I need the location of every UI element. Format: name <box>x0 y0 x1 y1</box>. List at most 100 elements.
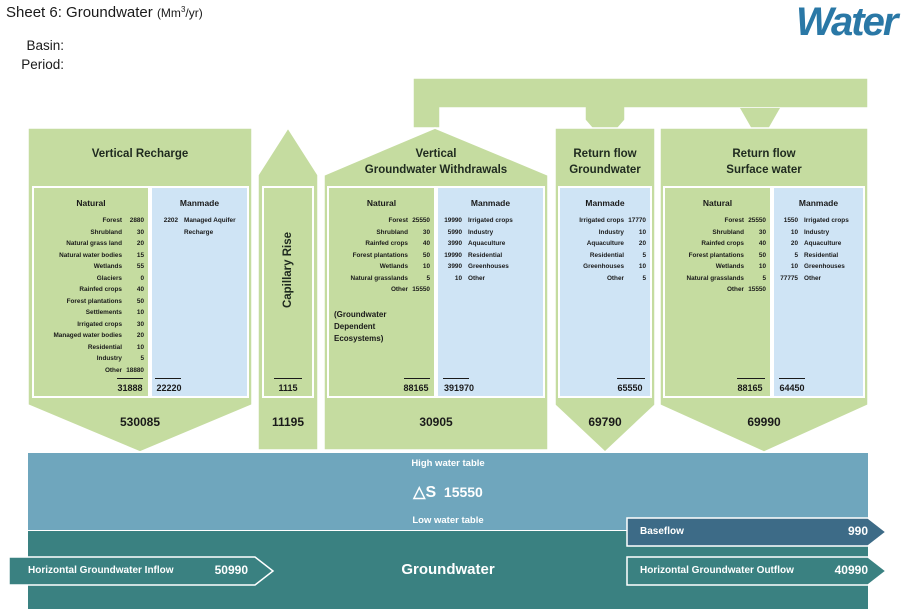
row-value: 77775 <box>780 274 798 282</box>
row-label: Irrigated crops <box>804 217 849 224</box>
row-label: Rainfed crops <box>79 286 122 293</box>
row-label: Irrigated crops <box>77 320 122 328</box>
row-label: Natural water bodies <box>59 251 122 259</box>
row-label: Managed water bodies <box>53 332 122 339</box>
unit-label: (Mm3/yr) <box>157 5 203 20</box>
row-label: Forest plantations <box>352 251 408 259</box>
row-value: 10 <box>422 263 430 270</box>
row-value: 50 <box>758 251 766 259</box>
return-gw-rule <box>617 378 645 379</box>
connector-loop-right <box>740 108 780 143</box>
water-logo: Water <box>796 0 898 44</box>
row-value: 10 <box>136 309 144 316</box>
return-gw-title: Return flow Groundwater <box>555 146 655 178</box>
withdrawals-natural-total: 88165 <box>403 383 429 393</box>
row-value: 5 <box>426 274 430 282</box>
recharge-manmade-box <box>150 186 249 398</box>
table-row: Natural grasslands 5 <box>330 273 430 285</box>
return-gw-total: 69790 <box>588 415 622 429</box>
table-row: Glaciers 0 <box>36 273 144 285</box>
delta-icon: △S <box>413 484 437 501</box>
row-label: Forest <box>388 217 408 224</box>
return-sw-manmade-head: Manmade <box>798 198 839 208</box>
return-sw-title-line2: Surface water <box>726 164 802 176</box>
row-label: Other <box>468 274 486 282</box>
row-value: 30 <box>758 228 766 236</box>
row-value: 5 <box>794 251 798 259</box>
row-label: Aquaculture <box>586 240 624 247</box>
row-value: 40 <box>758 240 766 247</box>
table-row: 5 Residential <box>770 250 864 262</box>
inflow-value: 50990 <box>214 563 248 577</box>
basin-label: Basin: <box>26 38 64 53</box>
row-value: 55 <box>136 263 144 270</box>
row-value: 10 <box>790 228 798 236</box>
row-label: Natural grasslands <box>350 274 408 282</box>
row-label: Recharge <box>184 228 214 236</box>
return-sw-total: 69990 <box>747 415 781 429</box>
row-value: 15 <box>136 251 144 259</box>
capillary-title: Capillary Rise <box>282 231 294 309</box>
row-value: 0 <box>140 274 144 282</box>
return-sw-title: Return flow Surface water <box>660 146 868 178</box>
row-label: Aquaculture <box>468 240 506 247</box>
row-value: 20 <box>638 240 646 247</box>
withdrawals-natural-rule <box>404 378 430 379</box>
row-value: 5990 <box>447 228 462 236</box>
capillary-total: 11195 <box>271 415 305 429</box>
recharge-natural-head: Natural <box>76 198 106 208</box>
row-value: 3990 <box>447 240 462 247</box>
row-value: 30 <box>422 228 430 236</box>
return-gw-box <box>558 186 652 398</box>
row-label: Glaciers <box>96 274 122 282</box>
row-label: Greenhouses <box>468 263 509 270</box>
row-value: 19990 <box>444 217 462 224</box>
row-label: Forest <box>724 217 744 224</box>
row-label: Other <box>390 286 408 293</box>
return-sw-natural-total: 88165 <box>737 383 763 393</box>
capillary-box <box>262 186 314 398</box>
row-value: 15550 <box>748 286 766 293</box>
row-value: 30 <box>136 320 144 328</box>
outflow-value: 40990 <box>834 563 868 577</box>
recharge-natural-rule <box>117 378 143 379</box>
return-gw-manmade-head: Manmade <box>585 198 625 208</box>
row-value: 40 <box>422 240 430 247</box>
withdrawals-title-line1: Vertical <box>415 148 457 160</box>
table-row: 19990 Irrigated crops <box>434 215 542 227</box>
title-text: Sheet 6: Groundwater <box>6 4 153 21</box>
row-value: 40 <box>136 286 144 293</box>
inflow-arrow <box>8 556 275 586</box>
row-value: 5 <box>762 274 766 282</box>
row-label: Greenhouses <box>804 263 845 270</box>
row-value <box>150 227 178 239</box>
row-value: 19990 <box>444 251 462 259</box>
row-label: Irrigated crops <box>468 217 513 224</box>
table-row: Forest 25550 <box>666 215 766 227</box>
row-value: 5 <box>642 274 646 282</box>
delta-storage: △S 15550 <box>28 482 868 502</box>
row-value: 25550 <box>748 217 766 224</box>
return-sw-natural-head: Natural <box>702 198 733 208</box>
row-label: Residential <box>804 251 839 259</box>
row-label: Residential <box>87 343 122 351</box>
row-label: Aquaculture <box>804 240 842 247</box>
table-row: Irrigated crops 30 <box>36 319 144 331</box>
withdrawals-manmade-rule <box>443 378 469 379</box>
